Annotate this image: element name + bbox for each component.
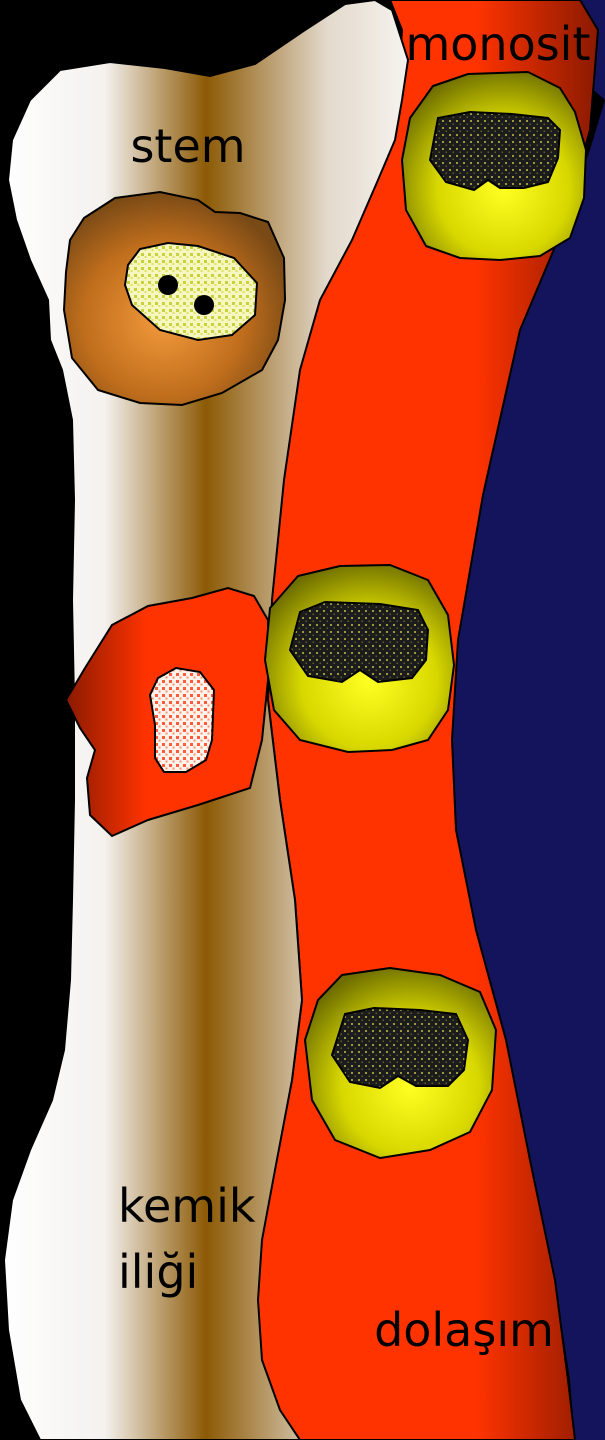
stem-cell: [64, 192, 285, 405]
stem-label: stem: [130, 119, 245, 173]
monocyte-label: monosit: [405, 17, 590, 71]
monocyte-cell: [305, 968, 496, 1158]
marrow-label-line1: kemik: [118, 1179, 256, 1233]
monocyte-nucleus: [290, 602, 428, 682]
monocyte-nucleus: [332, 1008, 468, 1088]
nucleolus: [158, 275, 178, 295]
circulation-label: dolaşım: [374, 1303, 554, 1357]
marrow-label-line2: iliği: [118, 1245, 198, 1299]
monocyte-nucleus: [430, 112, 560, 190]
progenitor-nucleus: [150, 668, 214, 772]
nucleolus: [194, 295, 214, 315]
monocyte-cell: [265, 565, 454, 752]
monocyte-cell: [402, 72, 586, 260]
